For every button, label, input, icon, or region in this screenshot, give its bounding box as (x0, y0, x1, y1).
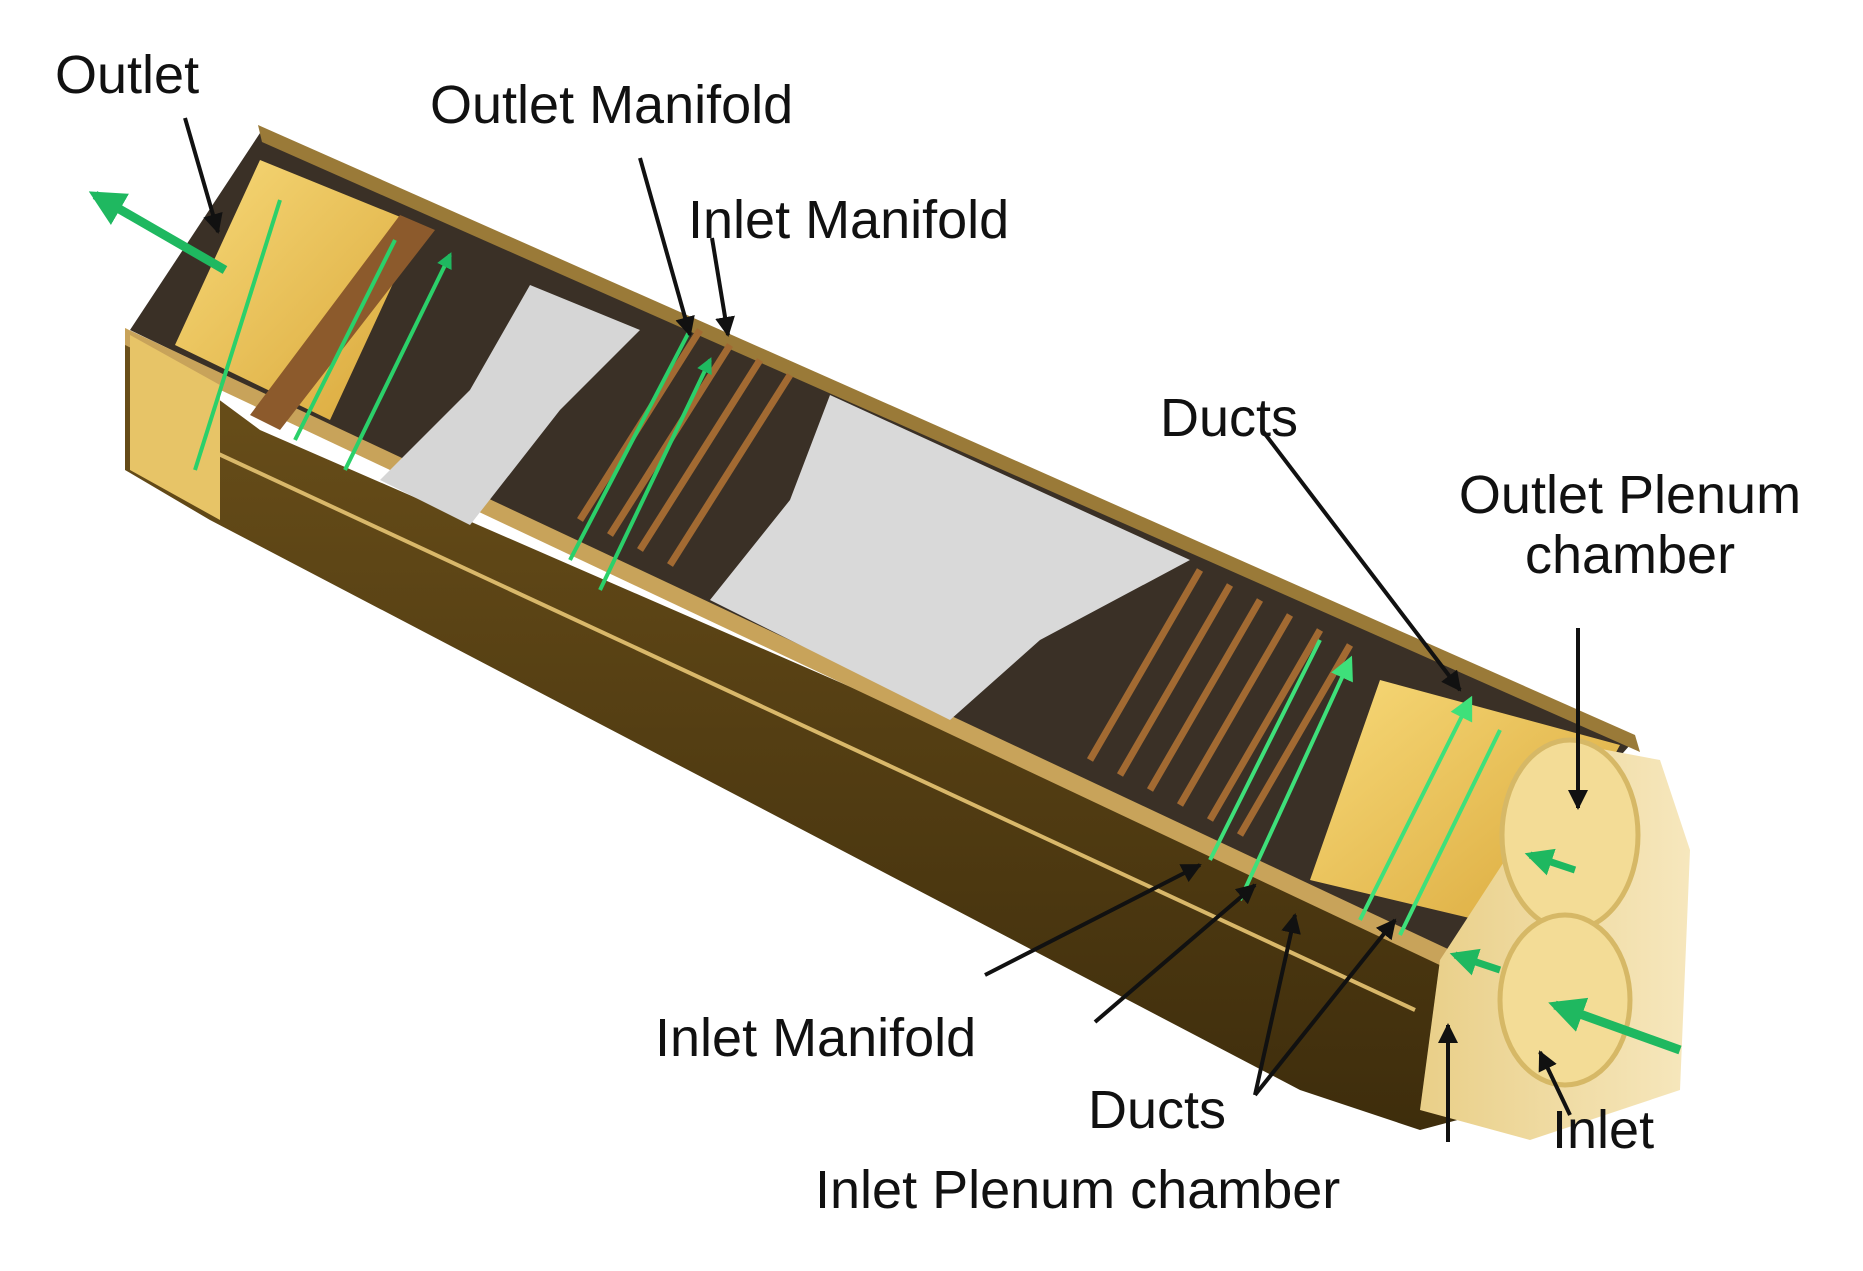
leader-outlet-manifold (638, 157, 695, 337)
outlet-plenum-opening (1499, 737, 1641, 933)
core-panel-center (710, 395, 1190, 720)
leader-inlet-manifold-top (710, 237, 735, 337)
leader-inlet-manifold-bottom-b (1093, 883, 1257, 1024)
inlet-plenum-opening (1497, 912, 1633, 1088)
label-outlet-plenum-line2: chamber (1524, 525, 1736, 586)
outlet-manifold-plate (250, 215, 435, 430)
leader-ducts-top (1260, 428, 1462, 692)
label-inlet-manifold-top: Inlet Manifold (688, 190, 1010, 250)
casing-front-edge (209, 448, 1416, 1012)
label-inlet-plenum: Inlet Plenum chamber (815, 1160, 1341, 1220)
plenum-flow-arrow-upper (1524, 848, 1577, 876)
leader-ducts-bottom-b (1253, 918, 1397, 1097)
outlet-chamber-end (130, 335, 220, 520)
inlet-flow-arrow (1548, 997, 1682, 1055)
label-inlet: Inlet (1552, 1100, 1655, 1160)
plenum-flow-arrow-lower (1449, 948, 1502, 976)
leader-outlet (183, 117, 223, 234)
outlet-chamber (175, 160, 420, 420)
casing-side-face (125, 330, 1570, 1130)
label-outlet-plenum: Outlet Plenum chamber (1425, 465, 1835, 586)
duct-band-right (1086, 568, 1354, 837)
label-ducts-bottom: Ducts (1088, 1080, 1227, 1140)
label-outlet: Outlet (55, 45, 200, 105)
leader-ducts-bottom-a (1253, 913, 1301, 1096)
label-ducts-top: Ducts (1160, 388, 1299, 448)
core-panel-left (380, 285, 640, 525)
flow-paths-left (193, 199, 712, 591)
leader-inlet (1538, 1050, 1572, 1116)
flow-paths-right (1208, 639, 1502, 936)
label-inlet-manifold-bottom: Inlet Manifold (655, 1008, 977, 1068)
casing-top-rail (258, 125, 1640, 752)
label-outlet-manifold: Outlet Manifold (430, 75, 794, 135)
leader-lines (183, 117, 1588, 1142)
label-outlet-plenum-line1: Outlet Plenum (1458, 465, 1802, 525)
outlet-flow-arrow (88, 191, 228, 274)
leader-inlet-manifold-bottom-a (984, 863, 1202, 977)
